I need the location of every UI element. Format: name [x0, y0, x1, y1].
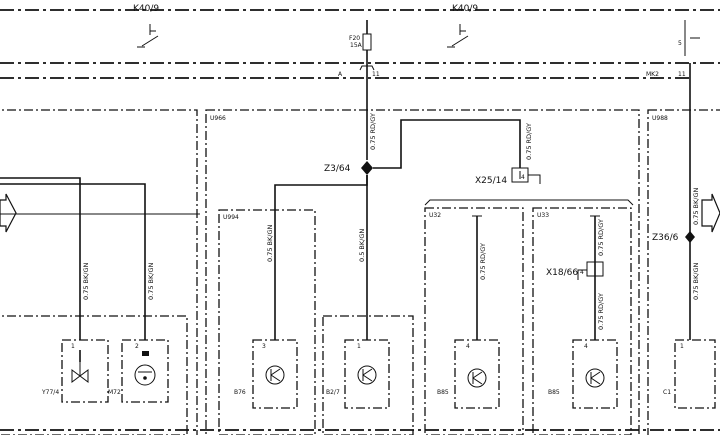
- module-u988-box: [647, 109, 720, 435]
- wire-to-y77-4: [0, 177, 81, 340]
- connector-mk2-label: MK2: [646, 71, 659, 78]
- component-b2-7: 1 B2/7: [326, 339, 390, 409]
- x18-pin: 4: [580, 269, 584, 276]
- arrow-right-icon: [701, 193, 720, 233]
- wire-to-m72: [0, 183, 146, 340]
- mk2-pin-11: 11: [678, 71, 686, 78]
- fuse-name: F20: [349, 35, 360, 42]
- node-z36-6-label: Z36/6: [652, 233, 679, 243]
- relay-switch-right: [447, 24, 469, 48]
- arrow-left-continuation-icon: [0, 193, 17, 233]
- b85b-pin: 4: [584, 343, 588, 350]
- component-m72: 2 M72: [108, 339, 169, 403]
- module-u966-box: [205, 109, 640, 435]
- connector-x18-66: 4 X18/66: [546, 261, 604, 280]
- connector-a-label: A: [338, 71, 343, 78]
- module-u32-label: U32: [429, 212, 441, 219]
- component-b85-u33-label: B85: [548, 389, 560, 396]
- component-c1: 1 C1: [663, 339, 716, 409]
- wire-label-y77: 0.75 BK/GN: [82, 263, 90, 300]
- wire-label-b85-b-bottom: 0.75 RD/GY: [597, 293, 605, 330]
- component-b85-u33: 4 B85: [548, 339, 618, 409]
- module-u33-box: [532, 207, 632, 435]
- f20-pin-11: 11: [372, 71, 380, 78]
- module-u994-box: [218, 209, 316, 435]
- x25-pin: 4: [521, 174, 525, 181]
- wire-label-m72: 0.75 BK/GN: [147, 263, 155, 300]
- c1-pin: 1: [680, 343, 684, 350]
- component-c1-label: C1: [663, 389, 671, 396]
- connector-x25-14-label: X25/14: [475, 176, 507, 186]
- wire-label-x25: 0.75 RD/GY: [525, 123, 533, 160]
- node-z3-64: Z3/64: [324, 161, 373, 175]
- wire-label-b2-7: 0.5 BK/GN: [358, 229, 366, 262]
- k40-9-label-right: K40/9: [452, 4, 478, 14]
- fuse-f20: F20 15A: [349, 20, 372, 63]
- b27-pin: 1: [357, 343, 361, 350]
- frame-b2-7: [322, 315, 414, 435]
- module-u988-label: U988: [652, 115, 668, 122]
- connector-x18-66-label: X18/66: [546, 268, 578, 278]
- component-b2-7-label: B2/7: [326, 389, 340, 396]
- connector-x25-14: 4 X25/14: [475, 167, 541, 186]
- component-b76: 3 B76: [234, 339, 298, 409]
- fuse-rating: 15A: [350, 42, 363, 49]
- component-b76-label: B76: [234, 389, 246, 396]
- component-y77-4-label: Y77/4: [41, 389, 59, 396]
- component-b85-u32: 4 B85: [437, 339, 500, 409]
- component-b85-u32-label: B85: [437, 389, 449, 396]
- m72-pin: 2: [135, 343, 139, 350]
- bracket-u32-u33: [424, 199, 634, 206]
- wire-label-b85-a: 0.75 RD/GY: [479, 243, 487, 280]
- branch-to-x25: [373, 119, 521, 169]
- node-z3-64-label: Z3/64: [324, 164, 351, 174]
- mk2-pin-5: 5: [678, 40, 682, 47]
- wire-label-c1-top: 0.75 BK/GN: [692, 188, 700, 225]
- wire-label-main: 0.75 RD/GY: [369, 113, 377, 150]
- branch-to-b76: [274, 175, 368, 340]
- wire-label-b76: 0.75 BK/GN: [266, 225, 274, 262]
- module-left-box: [0, 109, 198, 435]
- component-m72-label: M72: [108, 389, 121, 396]
- y77-pin: 1: [71, 343, 75, 350]
- module-u33-label: U33: [537, 212, 549, 219]
- edge-switch-right: 5: [678, 20, 700, 56]
- frame-left-components: [0, 315, 188, 435]
- module-u966-label: U966: [210, 115, 226, 122]
- wire-label-b85-b-top: 0.75 RD/GY: [597, 219, 605, 256]
- module-u994-label: U994: [223, 214, 239, 221]
- wire-label-c1-bottom: 0.75 BK/GN: [692, 263, 700, 300]
- b85a-pin: 4: [466, 343, 470, 350]
- b76-pin: 3: [262, 343, 266, 350]
- node-z36-6-marker: [685, 231, 695, 243]
- module-u32-box: [424, 207, 524, 435]
- k40-9-label-left: K40/9: [133, 4, 159, 14]
- component-y77-4: 1 Y77/4: [41, 339, 109, 403]
- relay-switch-left: [137, 24, 159, 48]
